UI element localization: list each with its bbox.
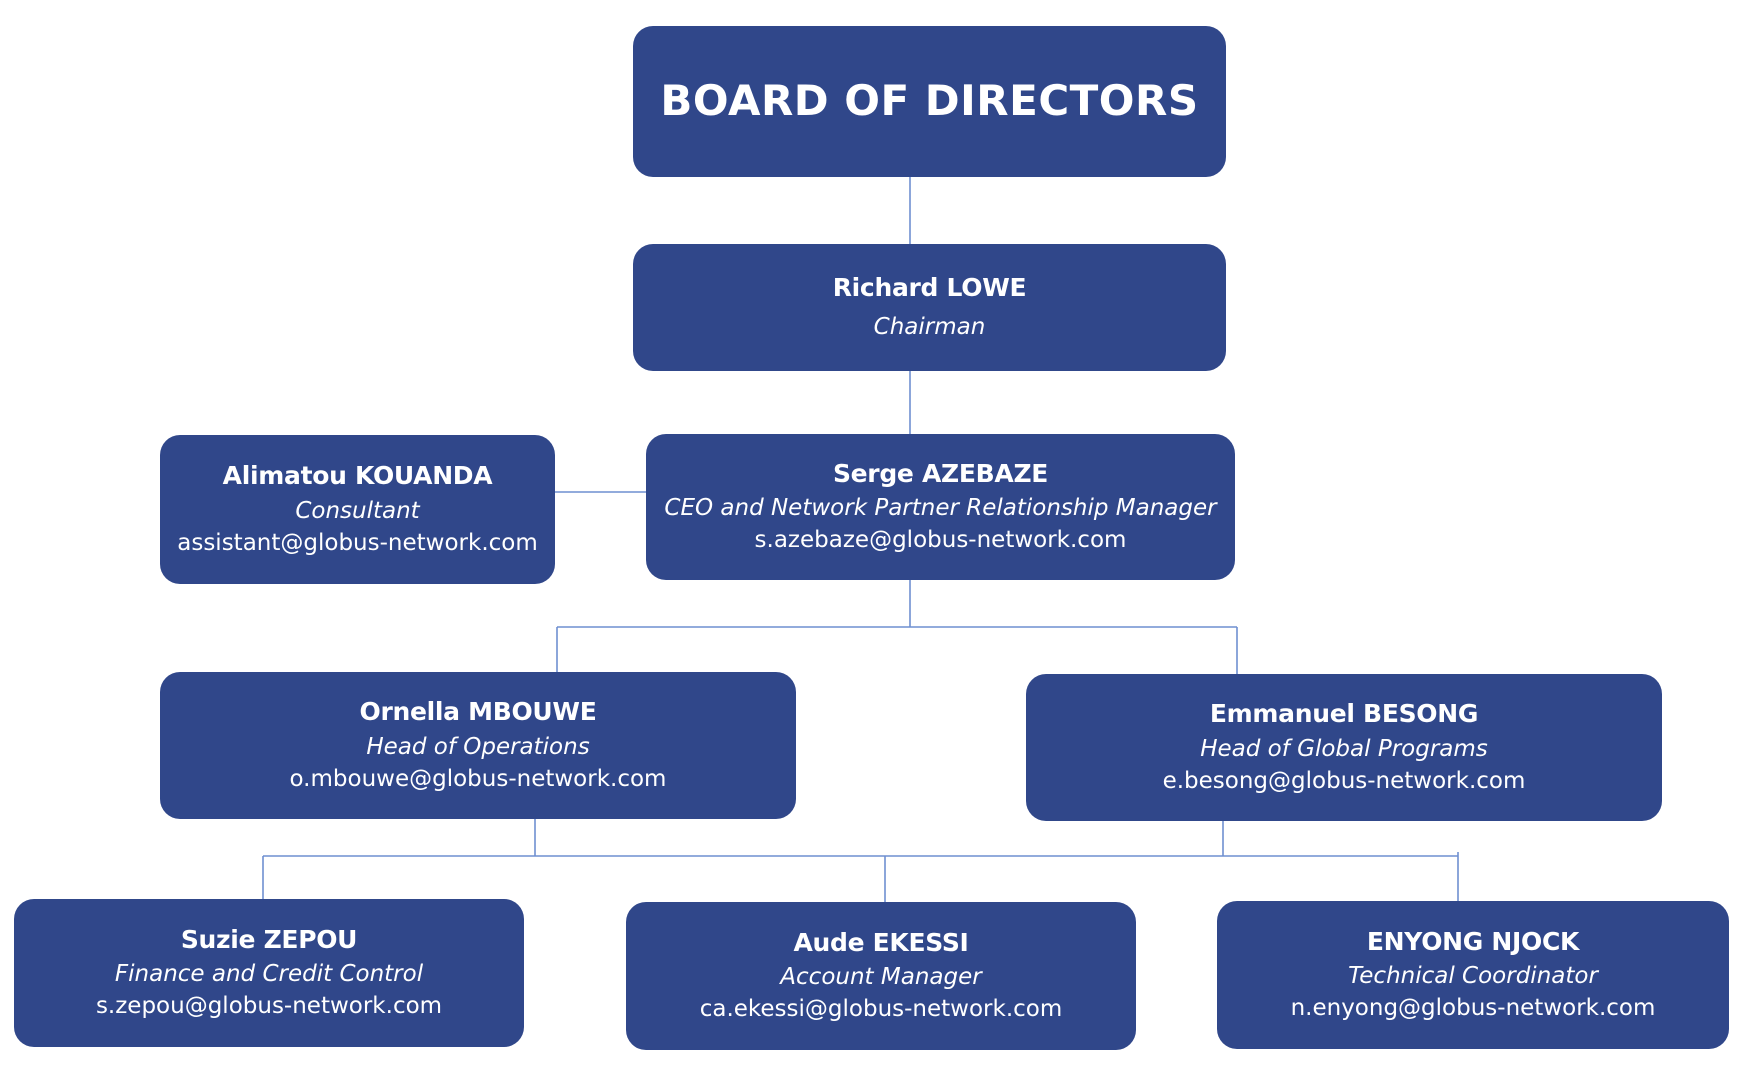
- board-of-directors-box: BOARD OF DIRECTORS: [633, 26, 1226, 177]
- account-manager-box: Aude EKESSI Account Manager ca.ekessi@gl…: [626, 902, 1136, 1050]
- account-manager-role: Account Manager: [780, 964, 982, 991]
- technical-coordinator-role: Technical Coordinator: [1348, 963, 1598, 990]
- technical-coordinator-name: ENYONG NJOCK: [1366, 926, 1580, 956]
- consultant-name: Alimatou KOUANDA: [222, 461, 493, 491]
- head-of-global-programs-email: e.besong@globus-network.com: [1162, 767, 1526, 794]
- ceo-name: Serge AZEBAZE: [832, 458, 1049, 488]
- head-of-operations-name: Ornella MBOUWE: [359, 697, 597, 727]
- head-of-global-programs-role: Head of Global Programs: [1200, 735, 1488, 762]
- finance-email: s.zepou@globus-network.com: [95, 993, 443, 1020]
- head-of-operations-box: Ornella MBOUWE Head of Operations o.mbou…: [160, 672, 796, 819]
- account-manager-email: ca.ekessi@globus-network.com: [699, 996, 1063, 1023]
- head-of-operations-email: o.mbouwe@globus-network.com: [289, 765, 667, 792]
- chairman-role: Chairman: [873, 313, 986, 340]
- head-of-operations-role: Head of Operations: [366, 733, 590, 760]
- ceo-role: CEO and Network Partner Relationship Man…: [664, 495, 1217, 522]
- consultant-email: assistant@globus-network.com: [177, 529, 538, 556]
- ceo-email: s.azebaze@globus-network.com: [754, 527, 1127, 554]
- finance-box: Suzie ZEPOU Finance and Credit Control s…: [14, 899, 524, 1047]
- technical-coordinator-email: n.enyong@globus-network.com: [1290, 995, 1656, 1022]
- chairman-name: Richard LOWE: [832, 273, 1027, 303]
- account-manager-name: Aude EKESSI: [793, 927, 969, 957]
- finance-role: Finance and Credit Control: [114, 961, 424, 988]
- technical-coordinator-box: ENYONG NJOCK Technical Coordinator n.eny…: [1217, 901, 1729, 1049]
- chairman-box: Richard LOWE Chairman: [633, 244, 1226, 371]
- ceo-box: Serge AZEBAZE CEO and Network Partner Re…: [646, 434, 1235, 580]
- board-title: BOARD OF DIRECTORS: [660, 76, 1199, 126]
- head-of-global-programs-name: Emmanuel BESONG: [1209, 699, 1479, 729]
- consultant-role: Consultant: [295, 497, 420, 524]
- finance-name: Suzie ZEPOU: [180, 924, 358, 954]
- consultant-box: Alimatou KOUANDA Consultant assistant@gl…: [160, 435, 555, 584]
- head-of-global-programs-box: Emmanuel BESONG Head of Global Programs …: [1026, 674, 1662, 821]
